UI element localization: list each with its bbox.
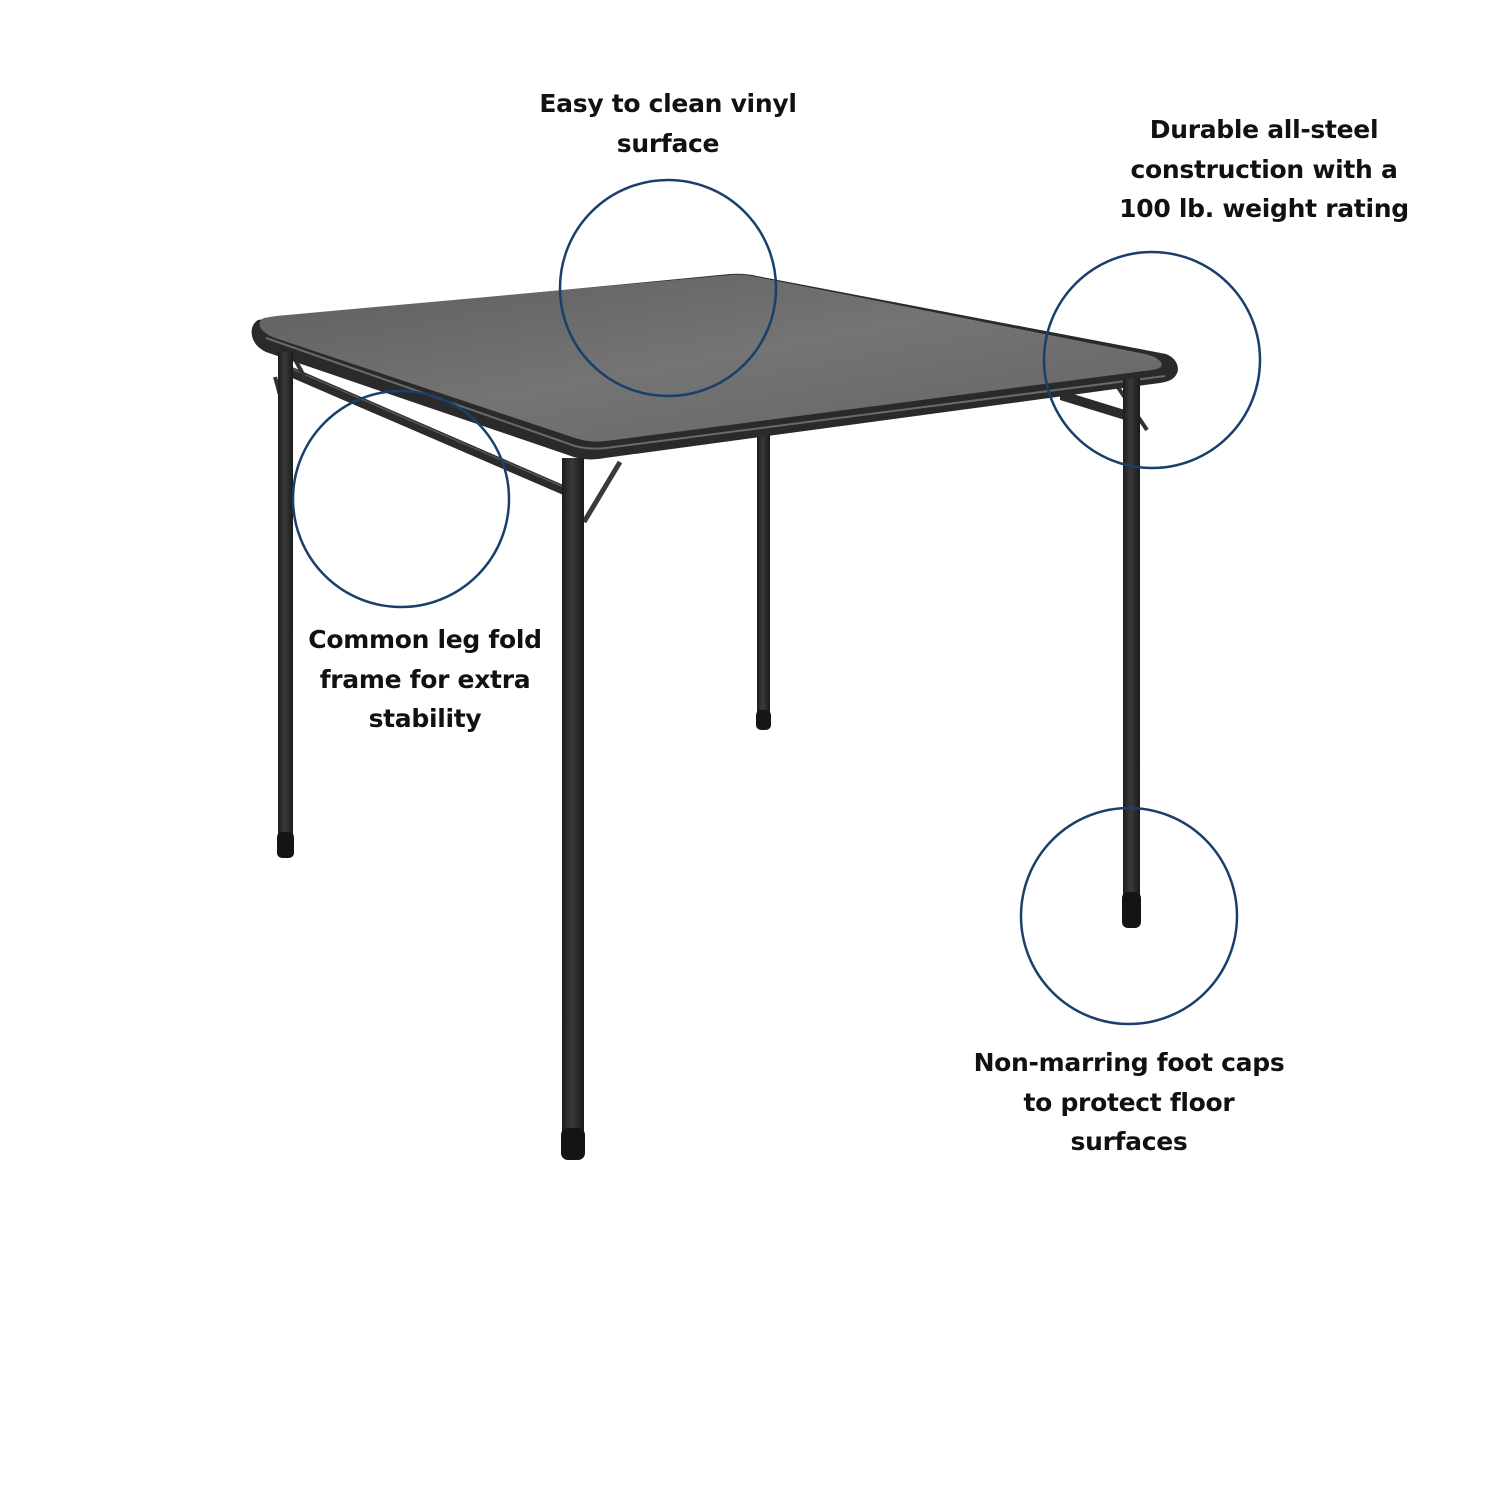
callout-text-surface: Easy to clean vinyl surface [518, 84, 818, 163]
callout-line: 100 lb. weight rating [1119, 194, 1409, 223]
left-leg [277, 352, 294, 858]
callout-text-construction: Durable all-steel construction with a 10… [1104, 110, 1424, 229]
back-leg [756, 430, 771, 730]
callout-circle-foot-caps [1019, 806, 1239, 1026]
callout-line: Durable all-steel [1149, 115, 1379, 144]
callout-line: Non-marring foot caps [973, 1048, 1285, 1077]
table-top [251, 273, 1179, 460]
callout-text-frame: Common leg fold frame for extra stabilit… [285, 620, 565, 739]
callout-line: frame for extra [319, 664, 531, 694]
callout-line: surface [616, 128, 720, 158]
callout-circle-frame [291, 389, 511, 609]
callout-line: stability [368, 704, 482, 733]
callout-circle-surface [558, 178, 778, 398]
callout-line: to protect floor [1023, 1087, 1235, 1117]
left-brace [581, 460, 623, 524]
callout-line: construction with a [1130, 154, 1398, 184]
front-leg [561, 458, 585, 1160]
callout-line: Easy to clean vinyl [539, 89, 797, 118]
callout-circle-construction [1042, 250, 1262, 470]
callout-line: Common leg fold [308, 625, 542, 654]
right-leg [1122, 378, 1141, 928]
callout-text-foot-caps: Non-marring foot caps to protect floor s… [964, 1043, 1294, 1162]
callout-line: surfaces [1070, 1127, 1188, 1156]
